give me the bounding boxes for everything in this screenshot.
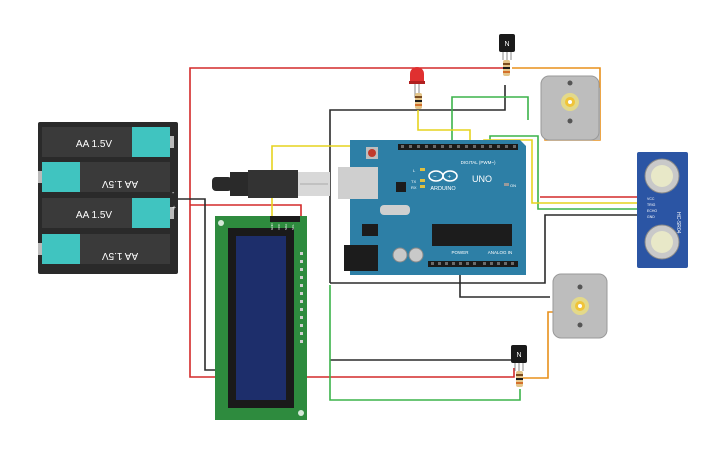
power-label: POWER: [451, 250, 469, 255]
lcd-pin-label: SDA: [284, 224, 288, 230]
transistor-top-resistor[interactable]: [503, 60, 510, 76]
ultrasonic-sensor[interactable]: VCC TRIG ECHO GND HC-SR04: [637, 152, 688, 268]
usb-port: [338, 167, 378, 199]
battery-minus-sign: -: [172, 190, 175, 197]
tx-led-label: TX: [411, 179, 416, 184]
sensor-pin-label: VCC: [647, 197, 655, 201]
battery-cell-label: AA 1.5V: [76, 139, 112, 150]
wire-black-motor[interactable]: [459, 265, 550, 298]
lcd-pin-label: GND: [270, 223, 274, 231]
battery-pack[interactable]: AA 1.5V AA 1.5V AA 1.5V AA 1.5V - +: [38, 122, 178, 274]
l-led-label: L: [413, 168, 416, 173]
digital-label: DIGITAL (PWM~): [461, 160, 496, 165]
dc-motor-top[interactable]: [540, 75, 600, 141]
wire-green-led[interactable]: [451, 96, 529, 148]
battery-cell-label: AA 1.5V: [102, 178, 138, 189]
crystal: [380, 205, 410, 215]
wire-orange-motor-bottom[interactable]: [520, 311, 555, 379]
sensor-name: HC-SR04: [675, 212, 681, 234]
arduino-logo: − +: [428, 170, 458, 182]
arduino-brand: ARDUINO: [430, 186, 456, 192]
sensor-pins: VCC TRIG ECHO GND: [647, 197, 657, 219]
transistor-label: N: [516, 352, 521, 359]
usb-cable[interactable]: [212, 170, 330, 198]
lcd-i2c-pins: GND VCC SDA SCL: [270, 216, 300, 230]
microcontroller-chip: [432, 224, 512, 246]
wire-black-battery[interactable]: [178, 198, 216, 371]
battery-cell-4: AA 1.5V: [38, 234, 170, 264]
transistor-label: N: [504, 41, 509, 48]
lcd-screen: [236, 236, 286, 400]
power-jack: [344, 245, 378, 271]
wire-green-sensor[interactable]: [489, 135, 640, 210]
analog-label: ANALOG IN: [488, 250, 513, 255]
wire-yellow-led[interactable]: [417, 110, 471, 148]
lcd-pin-label: SCL: [291, 224, 295, 230]
battery-cell-1: AA 1.5V: [42, 127, 174, 157]
battery-plus-sign: +: [172, 205, 176, 212]
wire-red-left-down[interactable]: [189, 199, 515, 378]
wire-black-ground-2[interactable]: [330, 214, 640, 284]
battery-cell-label: AA 1.5V: [102, 250, 138, 261]
dc-motor-bottom[interactable]: [552, 273, 608, 339]
battery-cell-label: AA 1.5V: [76, 210, 112, 221]
battery-cell-2: AA 1.5V: [38, 162, 170, 192]
sensor-pin-label: ECHO: [647, 209, 657, 213]
sensor-pin-label: GND: [647, 215, 655, 219]
lcd-pin-label: VCC: [277, 223, 281, 230]
transistor-bottom[interactable]: N: [511, 345, 527, 371]
battery-cell-3: AA 1.5V: [42, 198, 174, 228]
lcd-pin-row: [300, 252, 303, 343]
on-led-label: ON: [510, 183, 516, 188]
svg-text:−: −: [433, 175, 437, 181]
led-resistor[interactable]: [415, 93, 422, 109]
transistor-bottom-resistor[interactable]: [516, 371, 523, 387]
wire-green-bottom[interactable]: [329, 285, 521, 401]
svg-text:+: +: [448, 175, 452, 181]
arduino-uno-board[interactable]: DIGITAL (PWM~) POWER ANALOG IN − + ARDUI…: [338, 140, 526, 275]
sensor-pin-label: TRIG: [647, 203, 656, 207]
transistor-top[interactable]: N: [499, 34, 515, 60]
lcd-display[interactable]: GND VCC SDA SCL: [215, 216, 307, 420]
arduino-model: UNO: [472, 174, 492, 184]
rx-led-label: RX: [411, 185, 417, 190]
